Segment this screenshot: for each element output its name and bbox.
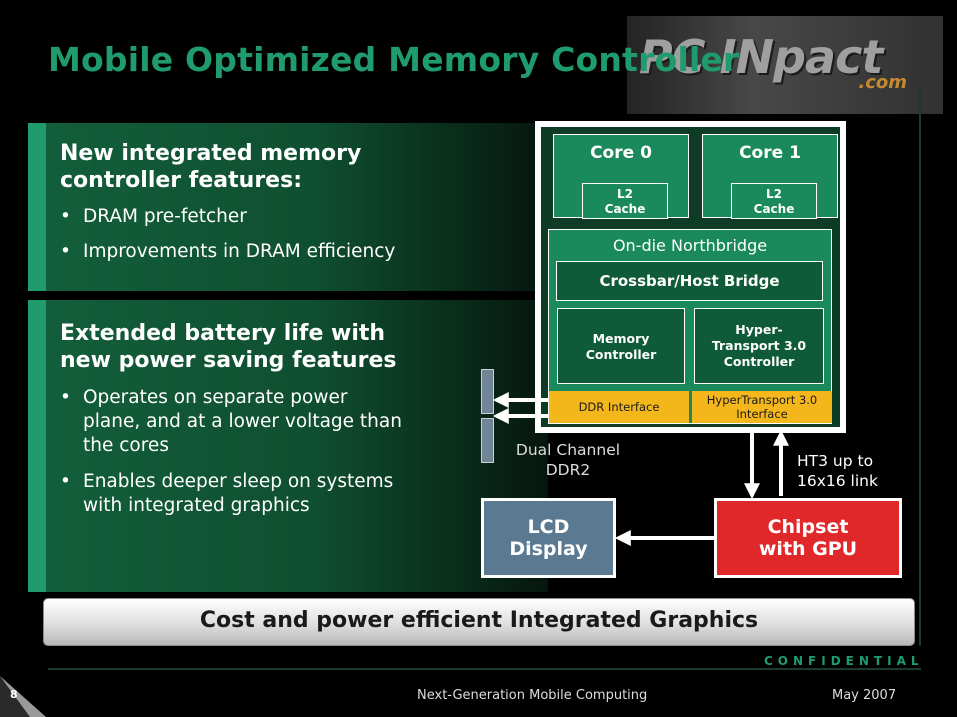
- frame-line-bottom: [48, 668, 921, 670]
- heading-line: controller features:: [60, 168, 302, 193]
- bullet-text: Operates on separate power: [83, 387, 348, 408]
- dual-label-line: DDR2: [545, 461, 591, 479]
- lcd-display-block: LCD Display: [484, 501, 613, 575]
- watermark-text: PC INpact: [639, 30, 883, 84]
- watermark-logo: PC INpact .com: [627, 16, 943, 114]
- bullet-text: DRAM pre-fetcher: [83, 206, 247, 227]
- bullet-dot-icon: •: [60, 387, 71, 408]
- bullet-text: Improvements in DRAM efficiency: [83, 241, 396, 262]
- l2-cache-block: L2 Cache: [582, 183, 668, 219]
- heading-line: Extended battery life with: [60, 321, 386, 346]
- core-label: Core 0: [590, 143, 652, 163]
- ht-interface-block: HyperTransport 3.0 Interface: [692, 391, 832, 423]
- summary-banner: Cost and power efficient Integrated Grap…: [43, 598, 915, 646]
- memctrl-label: Memory: [592, 331, 650, 346]
- bullet-item: • DRAM pre-fetcher: [60, 205, 247, 229]
- dimm-module: [481, 418, 494, 463]
- chipset-label: with GPU: [758, 538, 858, 560]
- bullet-item: • Improvements in DRAM efficiency: [60, 240, 395, 264]
- bullet-dot-icon: •: [60, 241, 71, 262]
- bullet-text: Enables deeper sleep on systems: [83, 471, 394, 492]
- bullet-item: • Enables deeper sleep on systems with i…: [60, 470, 393, 518]
- l2-cache-block: L2 Cache: [731, 183, 817, 219]
- ht-label: Transport 3.0: [711, 338, 807, 353]
- ht3-label-line: HT3 up to: [797, 452, 874, 470]
- ddr-interface-block: DDR Interface: [549, 391, 689, 423]
- ht-interface-label: Interface: [736, 407, 788, 421]
- chipset-label: Chipset: [767, 516, 849, 538]
- memory-controller-block: Memory Controller: [557, 308, 685, 384]
- confidential-label: CONFIDENTIAL: [764, 654, 924, 668]
- core-1-block: Core 1 L2 Cache: [702, 134, 838, 219]
- bullet-dot-icon: •: [60, 471, 71, 492]
- footer-date: May 2007: [832, 688, 897, 703]
- page-corner-icon: [0, 676, 46, 717]
- core-label: Core 1: [739, 143, 801, 163]
- feature-panel-memory: New integrated memory controller feature…: [28, 123, 548, 291]
- crossbar-block: Crossbar/Host Bridge: [556, 261, 823, 301]
- ht-label: Controller: [723, 354, 795, 369]
- panel-accent-bar: [28, 123, 46, 291]
- memctrl-label: Controller: [585, 347, 657, 362]
- chipset-block: Chipset with GPU: [717, 501, 899, 575]
- frame-line-right: [919, 86, 921, 646]
- heading-line: New integrated memory: [60, 141, 362, 166]
- bullet-text: with integrated graphics: [83, 495, 310, 516]
- bullet-text: the cores: [83, 435, 169, 456]
- l2-label: Cache: [753, 202, 795, 216]
- heading-line: new power saving features: [60, 348, 397, 373]
- core-0-block: Core 0 L2 Cache: [553, 134, 689, 219]
- ht3-label-line: 16x16 link: [797, 472, 878, 490]
- lcd-label: LCD: [527, 516, 570, 538]
- bullet-dot-icon: •: [60, 206, 71, 227]
- l2-label: L2: [766, 187, 782, 201]
- bullet-text: plane, and at a lower voltage than: [83, 411, 402, 432]
- slide-title: Mobile Optimized Memory Controller: [48, 40, 740, 79]
- l2-label: Cache: [604, 202, 646, 216]
- panel-heading: Extended battery life with new power sav…: [60, 320, 396, 374]
- l2-label: L2: [617, 187, 633, 201]
- ht3-link-label: HT3 up to 16x16 link: [797, 451, 878, 491]
- watermark-sub: .com: [858, 72, 907, 93]
- ht-interface-label: HyperTransport 3.0: [706, 393, 818, 407]
- lcd-label: Display: [509, 538, 588, 560]
- dimm-module: [481, 369, 494, 414]
- northbridge-label: On-die Northbridge: [612, 236, 768, 255]
- panel-accent-bar: [28, 300, 46, 592]
- dual-label-line: Dual Channel: [515, 441, 621, 459]
- dual-channel-label: Dual Channel DDR2: [508, 440, 628, 480]
- footer-center: Next-Generation Mobile Computing: [417, 688, 648, 703]
- page-number: 8: [10, 688, 18, 701]
- panel-heading: New integrated memory controller feature…: [60, 140, 361, 194]
- feature-panel-battery: Extended battery life with new power sav…: [28, 300, 548, 592]
- bullet-item: • Operates on separate power plane, and …: [60, 386, 402, 458]
- ht-label: Hyper-: [735, 322, 783, 337]
- hypertransport-controller-block: Hyper- Transport 3.0 Controller: [694, 308, 824, 384]
